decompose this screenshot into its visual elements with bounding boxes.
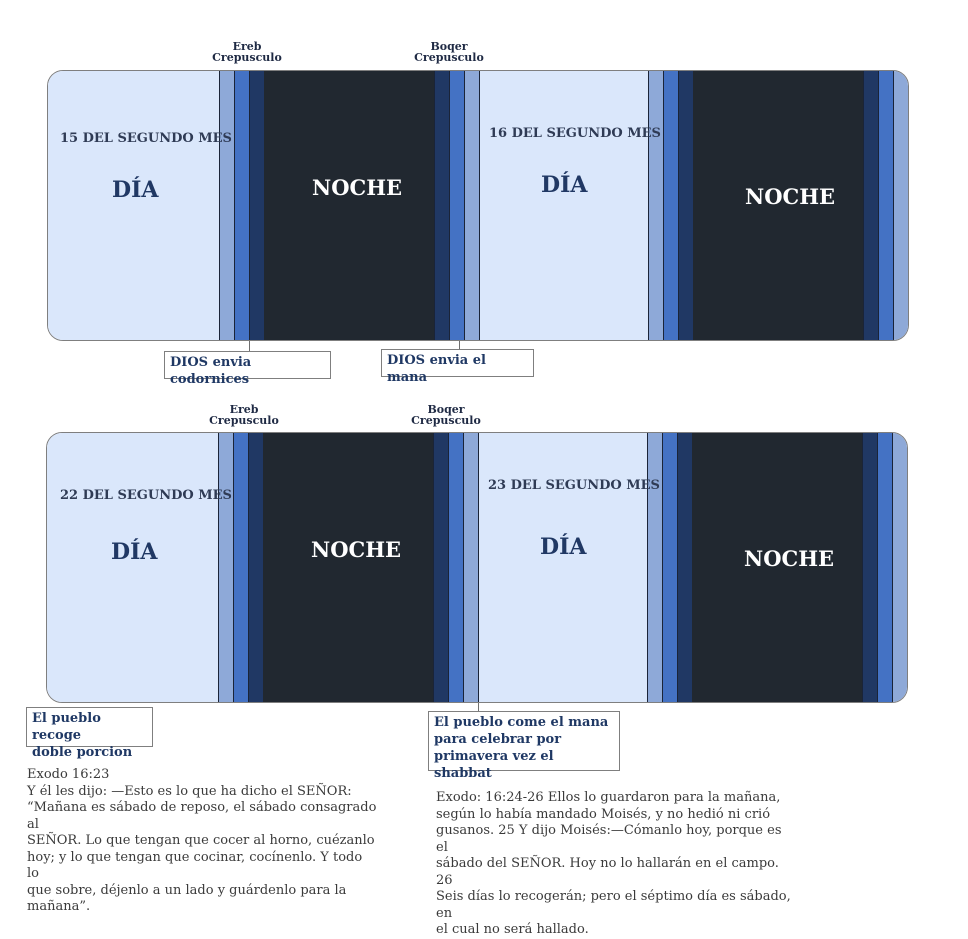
twilight-band	[463, 433, 478, 702]
day-label: DÍA	[541, 172, 588, 198]
boqer-twilight-label: Boqer Crepusculo	[411, 41, 487, 63]
night-label: NOCHE	[311, 537, 402, 562]
scripture-note-right: Exodo: 16:24-26 Ellos lo guardaron para …	[436, 790, 791, 937]
night-label: NOCHE	[744, 546, 835, 571]
twilight-band	[677, 433, 692, 702]
twilight-band	[892, 433, 907, 702]
twilight-band	[464, 71, 479, 340]
ereb-twilight-label: Ereb Crepusculo	[212, 41, 282, 63]
twilight-band	[648, 71, 663, 340]
timeline-row-2: 22 DEL SEGUNDO MES DÍA NOCHE 23 DEL SEGU…	[46, 432, 908, 703]
callout-doble-porcion: El pueblo recoge doble porcion	[26, 707, 153, 760]
day-block	[479, 71, 649, 340]
day-date-label: 15 DEL SEGUNDO MES	[60, 131, 232, 146]
twilight-band	[878, 71, 893, 340]
timeline-row-1: 15 DEL SEGUNDO MES DÍA NOCHE 16 DEL SEGU…	[47, 70, 909, 341]
twilight-band	[433, 433, 448, 702]
twilight-name: Boqer	[430, 40, 468, 53]
night-block	[264, 71, 434, 340]
twilight-band	[663, 71, 678, 340]
twilight-band	[434, 71, 449, 340]
twilight-sub: Crepusculo	[209, 414, 279, 427]
day-date-label: 23 DEL SEGUNDO MES	[488, 478, 660, 493]
night-block	[692, 433, 862, 702]
day-label: DÍA	[540, 534, 587, 560]
twilight-name: Ereb	[232, 40, 262, 53]
twilight-name: Boqer	[427, 403, 465, 416]
twilight-band	[678, 71, 693, 340]
night-block	[263, 433, 433, 702]
twilight-band	[449, 71, 464, 340]
twilight-band	[219, 71, 234, 340]
twilight-sub: Crepusculo	[414, 51, 484, 64]
twilight-band	[448, 433, 463, 702]
twilight-band	[233, 433, 248, 702]
twilight-name: Ereb	[229, 403, 259, 416]
night-label: NOCHE	[312, 175, 403, 200]
callout-shabbat: El pueblo come el mana para celebrar por…	[428, 711, 620, 781]
twilight-band	[647, 433, 662, 702]
night-label: NOCHE	[745, 184, 836, 209]
callout-connector	[249, 341, 250, 351]
day-label: DÍA	[111, 539, 158, 565]
twilight-band	[249, 71, 264, 340]
twilight-band	[234, 71, 249, 340]
callout-codornices: DIOS envia codornices	[164, 351, 331, 387]
day-label: DÍA	[112, 177, 159, 203]
day-date-label: 22 DEL SEGUNDO MES	[60, 488, 232, 503]
twilight-sub: Crepusculo	[212, 51, 282, 64]
day-block	[478, 433, 648, 702]
twilight-band	[662, 433, 677, 702]
day-block	[47, 433, 218, 702]
twilight-band	[218, 433, 233, 702]
callout-mana: DIOS envia el mana	[381, 349, 534, 385]
scripture-note-left: Exodo 16:23 Y él les dijo: —Esto es lo q…	[27, 767, 377, 914]
twilight-band	[248, 433, 263, 702]
boqer-twilight-label: Boqer Crepusculo	[408, 404, 484, 426]
ereb-twilight-label: Ereb Crepusculo	[209, 404, 279, 426]
day-date-label: 16 DEL SEGUNDO MES	[489, 126, 661, 141]
day-block	[48, 71, 219, 340]
twilight-band	[863, 71, 878, 340]
twilight-band	[862, 433, 877, 702]
callout-connector	[478, 703, 479, 711]
twilight-sub: Crepusculo	[411, 414, 481, 427]
twilight-band	[877, 433, 892, 702]
twilight-band	[893, 71, 908, 340]
callout-connector	[459, 341, 460, 349]
night-block	[693, 71, 863, 340]
